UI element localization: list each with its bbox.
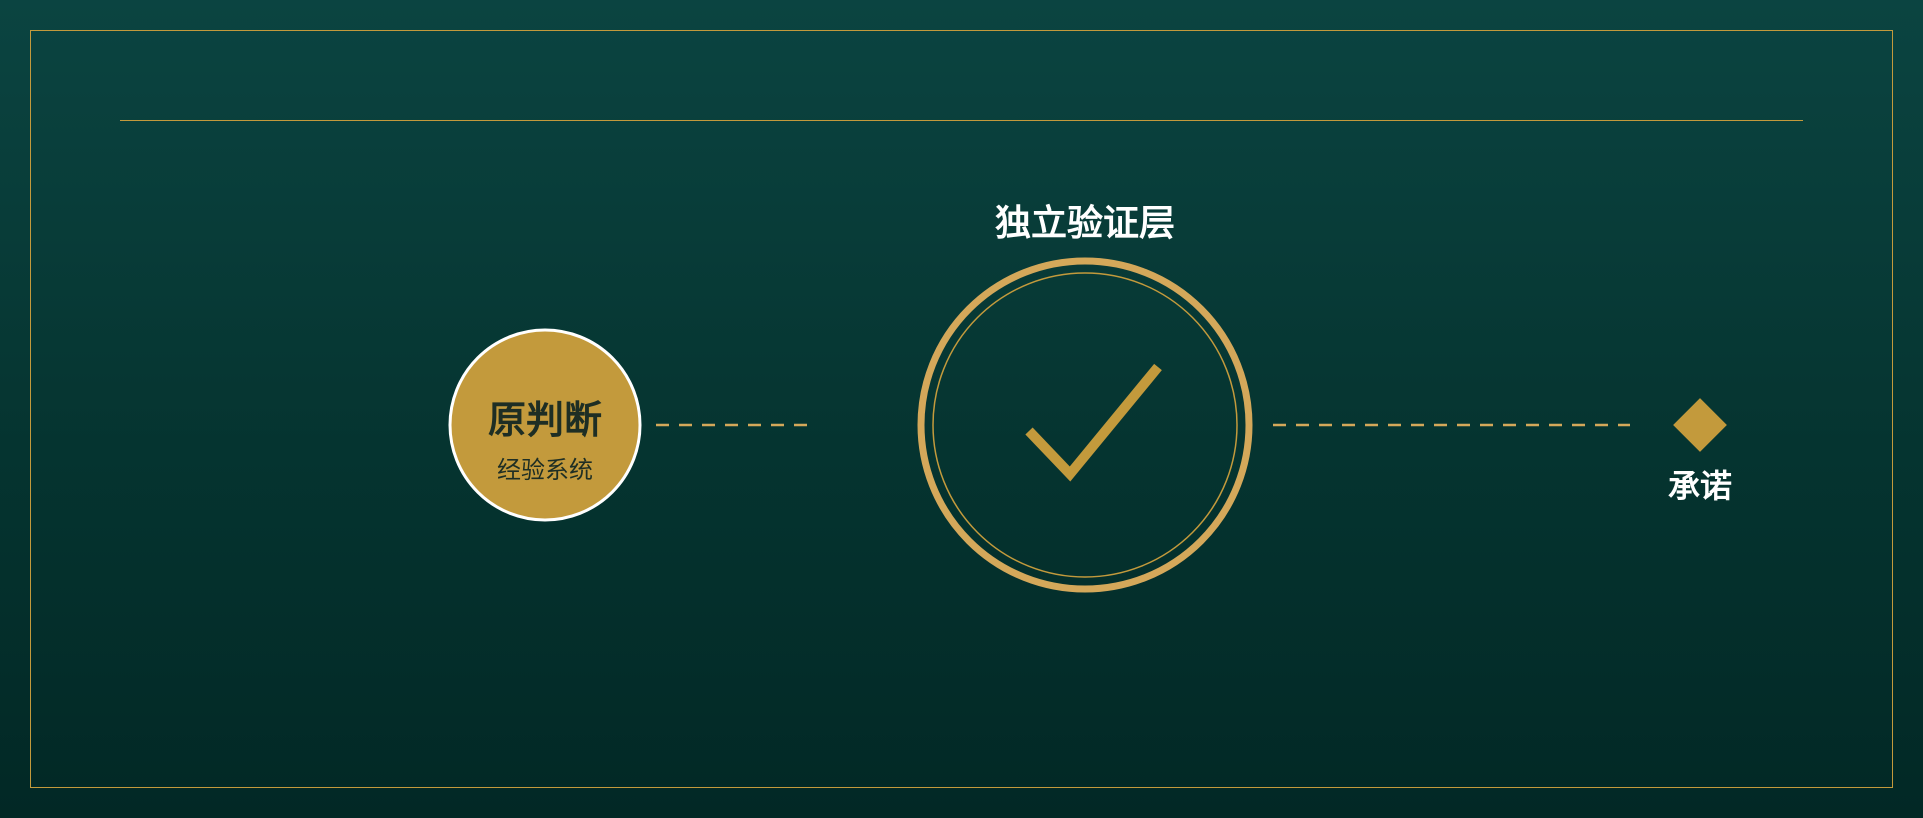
verification-outer-ring bbox=[917, 257, 1253, 593]
end-node: 承诺 bbox=[1668, 398, 1732, 505]
origin-node-subtitle: 经验系统 bbox=[497, 456, 593, 484]
origin-node-circle bbox=[448, 328, 642, 522]
outer-frame bbox=[30, 30, 1893, 788]
verification-node-title: 独立验证层 bbox=[995, 202, 1175, 244]
origin-node-title: 原判断 bbox=[488, 397, 602, 442]
verification-inner-ring bbox=[932, 272, 1238, 578]
checkmark-icon bbox=[1025, 363, 1162, 482]
verification-node: 独立验证层 bbox=[917, 202, 1253, 593]
end-node-label: 承诺 bbox=[1668, 467, 1732, 505]
diamond-icon bbox=[1673, 398, 1727, 452]
top-divider bbox=[120, 120, 1803, 121]
origin-node: 原判断 经验系统 bbox=[448, 328, 642, 522]
